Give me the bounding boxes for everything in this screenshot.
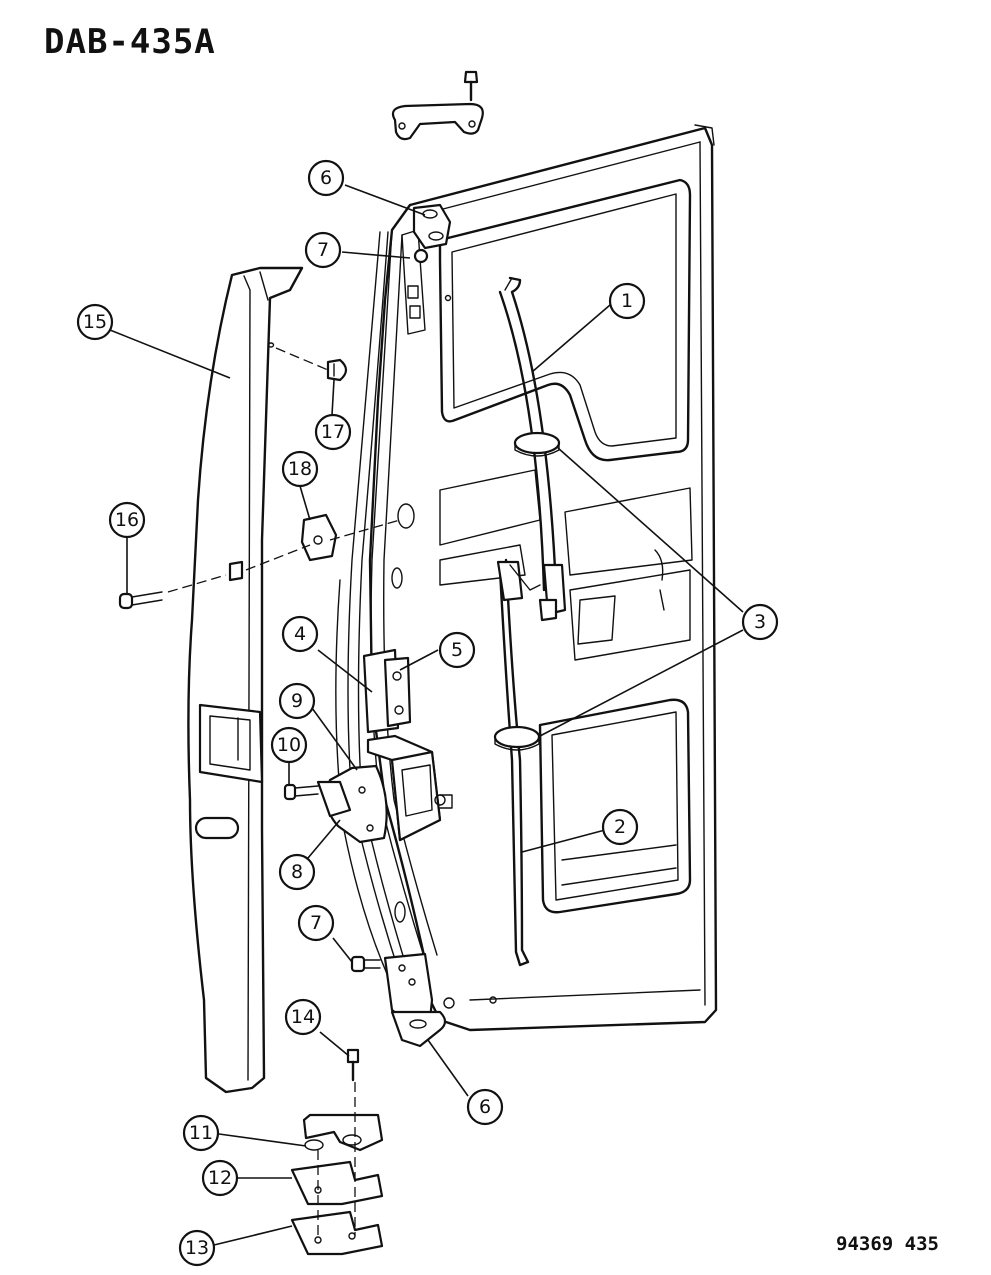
svg-text:7: 7 <box>310 912 322 934</box>
callout-7-bottom: 7 <box>297 904 335 942</box>
svg-text:12: 12 <box>208 1167 232 1189</box>
pillar-trim-panel <box>187 266 304 1094</box>
latch-bracket <box>362 648 412 734</box>
svg-text:3: 3 <box>754 611 766 633</box>
upper-window-channel <box>498 276 567 622</box>
striker-screw <box>283 783 319 801</box>
svg-text:18: 18 <box>288 458 312 480</box>
svg-text:1: 1 <box>621 290 633 312</box>
upper-hinge <box>412 203 452 264</box>
callout-4: 4 <box>281 615 319 653</box>
callout-1: 1 <box>608 282 646 320</box>
svg-text:11: 11 <box>189 1122 213 1144</box>
svg-text:2: 2 <box>614 816 626 838</box>
svg-text:9: 9 <box>291 690 303 712</box>
drawing-code: 94369 435 <box>836 1233 939 1255</box>
callout-12: 12 <box>201 1159 239 1197</box>
callout-18: 18 <box>281 450 319 488</box>
svg-text:6: 6 <box>320 167 332 189</box>
svg-text:7: 7 <box>317 239 329 261</box>
diagram-title: DAB-435A <box>44 22 216 62</box>
lower-bolt <box>350 955 381 973</box>
callout-6-top: 6 <box>307 159 345 197</box>
callout-7-top: 7 <box>304 231 342 269</box>
bottom-step-hardware <box>290 1048 384 1256</box>
trim-clip <box>267 342 348 382</box>
svg-text:16: 16 <box>115 509 139 531</box>
lower-window-channel <box>496 558 541 967</box>
latch-striker <box>316 764 388 844</box>
callout-11: 11 <box>182 1114 220 1152</box>
trim-screw <box>118 519 401 610</box>
callout-leaders <box>109 184 744 1246</box>
callout-6-bottom: 6 <box>466 1088 504 1126</box>
svg-text:14: 14 <box>291 1006 315 1028</box>
callout-2: 2 <box>601 808 639 846</box>
svg-text:17: 17 <box>321 421 345 443</box>
svg-text:13: 13 <box>185 1237 209 1259</box>
callout-3: 3 <box>741 603 779 641</box>
svg-text:5: 5 <box>451 639 463 661</box>
callout-16: 16 <box>108 501 146 539</box>
callout-5: 5 <box>438 631 476 669</box>
trim-retainer <box>300 513 338 562</box>
callout-9: 9 <box>278 682 316 720</box>
callout-13: 13 <box>178 1229 216 1267</box>
door-panel <box>335 124 718 1032</box>
svg-text:6: 6 <box>479 1096 491 1118</box>
lower-hinge <box>383 952 447 1048</box>
callout-14: 14 <box>284 998 322 1036</box>
callout-17: 17 <box>314 413 352 451</box>
svg-text:10: 10 <box>277 734 301 756</box>
door-latch <box>366 734 453 842</box>
svg-text:4: 4 <box>294 623 306 645</box>
callout-15: 15 <box>76 303 114 341</box>
callout-8: 8 <box>278 853 316 891</box>
grab-handle <box>391 70 484 141</box>
channel-grommets <box>493 431 561 751</box>
svg-text:15: 15 <box>83 311 107 333</box>
svg-text:8: 8 <box>291 861 303 883</box>
callout-10: 10 <box>270 726 308 764</box>
